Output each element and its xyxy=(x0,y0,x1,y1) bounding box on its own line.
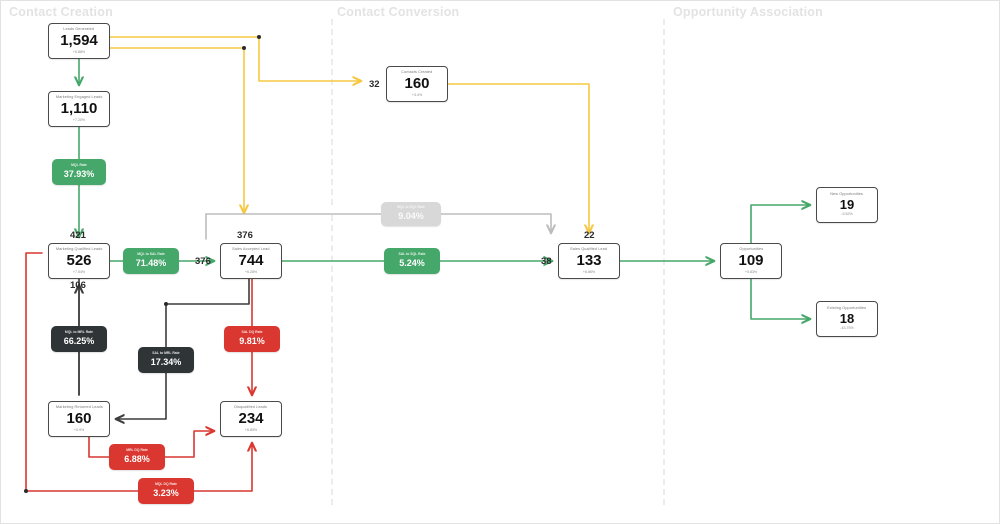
node-value: 18 xyxy=(839,310,855,326)
node-label: Sales Qualified Lead xyxy=(570,246,608,251)
node-label: Sales Accepted Lead xyxy=(232,246,270,251)
badge-mrl-dq-rate[interactable]: MRL DQ Rate 6.88% xyxy=(109,444,165,470)
node-label: Contacts Created xyxy=(401,69,433,74)
node-value: 160 xyxy=(404,75,430,93)
node-leads-generated[interactable]: Leads Generated 1,594 +5.88% xyxy=(48,23,110,59)
badge-label: MQL to SAL Rate xyxy=(137,252,165,257)
node-delta: +5.88% xyxy=(72,49,86,54)
badge-value: 6.88% xyxy=(124,453,150,464)
badge-value: 3.23% xyxy=(153,487,179,498)
badge-sal-dq-rate[interactable]: SAL DQ Rate 9.81% xyxy=(224,326,280,352)
node-label: New Opportunities xyxy=(830,191,864,196)
badge-value: 5.24% xyxy=(399,257,425,268)
node-delta: +0.9% xyxy=(73,427,85,432)
node-value: 1,594 xyxy=(60,32,98,50)
badge-label: MQL to SQL Rate xyxy=(397,205,425,210)
node-delta: +6.28% xyxy=(244,269,258,274)
count-label-106: 106 xyxy=(70,280,86,291)
node-existing-opportunities[interactable]: Existing Opportunities 18 -43.75% xyxy=(816,301,878,337)
node-label: Disqualified Leads xyxy=(234,404,268,409)
node-delta: +6.85% xyxy=(244,427,258,432)
badge-mql-to-mrl-rate[interactable]: MQL to MRL Rate 66.25% xyxy=(51,326,107,352)
badge-label: MQL DQ Rate xyxy=(155,482,177,487)
node-value: 19 xyxy=(839,196,855,212)
node-value: 234 xyxy=(238,410,264,428)
node-sales-qualified-lead[interactable]: Sales Qualified Lead 133 +6.86% xyxy=(558,243,620,279)
node-delta: +6.86% xyxy=(582,269,596,274)
node-marketing-engaged-leads[interactable]: Marketing Engaged Leads 1,110 +7.20% xyxy=(48,91,110,127)
count-label-32: 32 xyxy=(369,79,380,90)
section-divider-2 xyxy=(663,19,667,505)
node-delta: -43.75% xyxy=(840,326,854,331)
badge-mql-to-sql-rate[interactable]: MQL to SQL Rate 9.04% xyxy=(381,202,441,226)
node-sales-accepted-lead[interactable]: Sales Accepted Lead 744 +6.28% xyxy=(220,243,282,279)
badge-label: SAL DQ Rate xyxy=(241,330,263,335)
node-marketing-returned-leads[interactable]: Marketing Returned Leads 160 +0.9% xyxy=(48,401,110,437)
badge-label: MQL to MRL Rate xyxy=(64,330,94,335)
badge-sal-to-mrl-rate[interactable]: SAL to MRL Rate 17.34% xyxy=(138,347,194,373)
badge-mql-dq-rate[interactable]: MQL DQ Rate 3.23% xyxy=(138,478,194,504)
node-delta: +7.54% xyxy=(72,269,86,274)
node-label: Existing Opportunities xyxy=(827,305,867,310)
count-label-38: 38 xyxy=(541,256,552,267)
section-title-contact-creation: Contact Creation xyxy=(9,5,113,19)
badge-value: 17.34% xyxy=(150,356,182,367)
node-delta: -9.52% xyxy=(841,212,853,217)
node-contacts-created[interactable]: Contacts Created 160 +3.4% xyxy=(386,66,448,102)
node-delta: +3.4% xyxy=(411,92,423,97)
node-delta: +7.20% xyxy=(72,117,86,122)
count-label-376-left: 376 xyxy=(195,256,211,267)
section-title-contact-conversion: Contact Conversion xyxy=(337,5,460,19)
node-value: 526 xyxy=(66,252,92,270)
count-label-376-top: 376 xyxy=(237,230,253,241)
badge-value: 71.48% xyxy=(135,257,167,268)
section-title-opportunity-association: Opportunity Association xyxy=(673,5,823,19)
badge-value: 37.93% xyxy=(63,168,95,179)
node-value: 1,110 xyxy=(60,100,98,118)
node-new-opportunities[interactable]: New Opportunities 19 -9.52% xyxy=(816,187,878,223)
node-label: Marketing Qualified Leads xyxy=(55,246,103,251)
badge-label: SAL to SQL Rate xyxy=(398,252,426,257)
count-label-22: 22 xyxy=(584,230,595,241)
badge-mql-to-sal-rate[interactable]: MQL to SAL Rate 71.48% xyxy=(123,248,179,274)
node-label: Marketing Returned Leads xyxy=(55,404,103,409)
count-label-421: 421 xyxy=(70,230,86,241)
node-value: 744 xyxy=(238,252,264,270)
node-value: 109 xyxy=(738,252,764,270)
node-label: Opportunities xyxy=(739,246,763,251)
badge-value: 9.04% xyxy=(398,210,424,221)
badge-value: 66.25% xyxy=(63,335,95,346)
node-label: Leads Generated xyxy=(63,26,95,31)
badge-label: MRL DQ Rate xyxy=(126,448,148,453)
badge-label: SAL to MRL Rate xyxy=(152,351,180,356)
node-opportunities[interactable]: Opportunities 109 +5.83% xyxy=(720,243,782,279)
node-value: 160 xyxy=(66,410,92,428)
badge-mql-rate[interactable]: MQL Rate 37.93% xyxy=(52,159,106,185)
badge-value: 9.81% xyxy=(239,335,265,346)
badge-sal-to-sql-rate[interactable]: SAL to SQL Rate 5.24% xyxy=(384,248,440,274)
section-divider-1 xyxy=(331,19,335,205)
node-marketing-qualified-leads[interactable]: Marketing Qualified Leads 526 +7.54% xyxy=(48,243,110,279)
node-value: 133 xyxy=(576,252,602,270)
section-divider-1b xyxy=(331,215,335,505)
node-label: Marketing Engaged Leads xyxy=(55,94,103,99)
badge-label: MQL Rate xyxy=(71,163,87,168)
node-disqualified-leads[interactable]: Disqualified Leads 234 +6.85% xyxy=(220,401,282,437)
node-delta: +5.83% xyxy=(744,269,758,274)
